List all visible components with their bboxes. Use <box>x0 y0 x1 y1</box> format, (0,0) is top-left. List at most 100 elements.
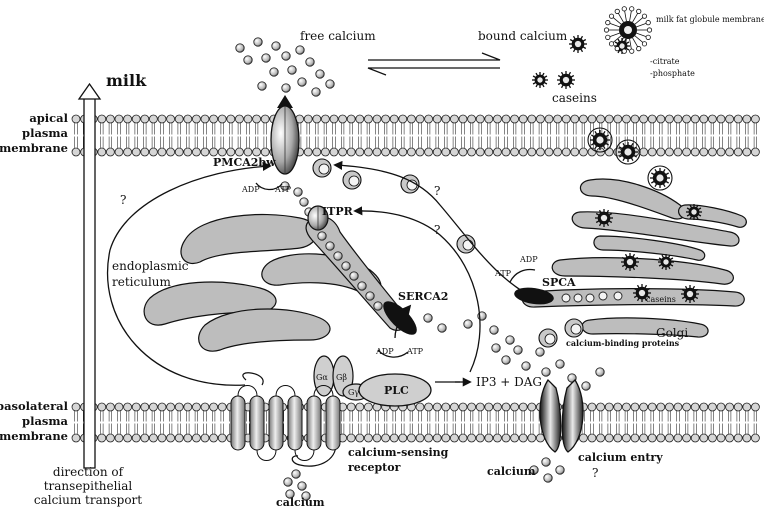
spca-pump <box>514 287 554 305</box>
calcium-ion <box>555 359 565 369</box>
golgi-label: Golgi <box>656 326 688 340</box>
calcium-ion <box>305 57 315 67</box>
calcium-sensing-receptor <box>230 372 341 467</box>
secretory-vesicle <box>647 165 673 191</box>
casr-label-1: calcium-sensing <box>348 446 449 459</box>
calcium-ion <box>581 381 591 391</box>
calcium-ion <box>315 69 325 79</box>
serca-atp-label: ATP <box>406 347 424 356</box>
casr-loop <box>237 385 258 397</box>
calcium-ion <box>299 197 309 207</box>
calcium-ion <box>325 241 335 251</box>
caseins-golgi-label: caseins <box>646 295 676 304</box>
calcium-ion <box>529 465 539 475</box>
direction-label-1: direction of <box>53 465 125 479</box>
serca-adp-label: ADP <box>375 347 394 356</box>
calcium-ion-golgi <box>613 291 623 301</box>
calcium-ion <box>243 55 253 65</box>
calcium-ion-golgi <box>573 293 583 303</box>
caseins-top-label: caseins <box>552 91 597 105</box>
basolateral-label-1: basolateral <box>0 399 69 413</box>
g-beta-label: Gβ <box>336 373 347 382</box>
g-protein-complex <box>313 355 432 407</box>
casein-micelle <box>569 35 587 53</box>
calcium-entry-channel <box>539 378 584 453</box>
calcium-ion <box>491 343 501 353</box>
casr-label-2: receptor <box>348 461 401 474</box>
labels: milk apical plasma membrane basolateral … <box>0 15 764 509</box>
basolateral-label-3: membrane <box>0 429 68 443</box>
calcium-ion-golgi <box>585 293 595 303</box>
casein-micelle <box>686 204 702 220</box>
calcium-ion <box>271 41 281 51</box>
calcium-ion <box>261 53 271 63</box>
serca-atp-curve <box>377 349 409 358</box>
direction-label-2: transepithelial <box>44 479 133 493</box>
calcium-ion <box>535 347 545 357</box>
phosphate-label: -phosphate <box>650 69 695 78</box>
casr-helix <box>249 395 265 451</box>
pmca-adp-label: ADP <box>241 185 260 194</box>
spca-atp-curve <box>509 268 536 283</box>
casr-helix <box>268 395 284 451</box>
calcium-ion <box>281 51 291 61</box>
calcium-ion <box>285 489 295 499</box>
endoplasmic-reticulum <box>143 213 408 352</box>
casr-loop <box>313 385 334 397</box>
calcium-ion <box>505 335 515 345</box>
calcium-ion <box>253 37 263 47</box>
vesicle-content <box>348 175 360 187</box>
serca2-pump <box>383 301 417 335</box>
calcium-ion <box>437 323 447 333</box>
casein-micelle <box>633 284 651 302</box>
ip3-dag-label: IP3 + DAG <box>476 375 542 389</box>
calcium-ion <box>291 469 301 479</box>
g-gamma-label: Gγ <box>348 388 359 397</box>
calcium-ion <box>287 65 297 75</box>
er-label-2: reticulum <box>112 275 172 289</box>
calcium-ion <box>423 313 433 323</box>
free-calcium-label: free calcium <box>300 29 376 43</box>
vesicle-content <box>318 163 330 175</box>
arrow-ip3-to-itpr <box>353 206 481 373</box>
calcium-ion <box>295 45 305 55</box>
calcium-ion <box>311 87 321 97</box>
calcium-ion <box>595 367 605 377</box>
calcium-ion <box>541 367 551 377</box>
casein-micelle <box>532 72 548 88</box>
plc-label: PLC <box>384 384 409 397</box>
pmca-label: PMCA2bw <box>213 156 276 169</box>
pmca-atp-label: ATP <box>274 185 292 194</box>
calcium-ion <box>349 271 359 281</box>
question-mark-1: ? <box>120 193 126 207</box>
vesicle-content <box>570 323 582 335</box>
er-label-1: endoplasmic <box>112 259 189 273</box>
arrows <box>106 52 541 387</box>
basolateral-bilayer <box>71 402 760 443</box>
calcium-ions <box>235 37 623 501</box>
casr-loop <box>275 385 296 397</box>
calcium-ion-golgi <box>598 291 608 301</box>
calcium-entry-label: calcium entry <box>578 451 663 464</box>
pmca2bw-pump <box>270 95 300 175</box>
question-mark-2: ? <box>434 184 440 198</box>
g-alpha-label: Gα <box>316 373 328 382</box>
casr-helix <box>306 395 322 451</box>
casr-loop <box>256 449 277 461</box>
calcium-ion <box>521 361 531 371</box>
casein-micelle <box>618 142 638 162</box>
casr-helix <box>287 395 303 451</box>
calcium-ion-golgi <box>561 293 571 303</box>
calcium-ion <box>293 187 303 197</box>
spca-label: SPCA <box>542 276 576 289</box>
calcium-ion <box>463 319 473 329</box>
itpr-channel <box>307 205 329 231</box>
casein-micelle <box>557 71 575 89</box>
calcium-binding-proteins-label: calcium-binding proteins <box>566 338 680 348</box>
calcium-ion <box>357 281 367 291</box>
arrow-to-pmca <box>106 161 272 386</box>
casr-helix <box>230 395 246 451</box>
calcium-ion <box>501 355 511 365</box>
direction-label-3: calcium transport <box>34 493 142 507</box>
